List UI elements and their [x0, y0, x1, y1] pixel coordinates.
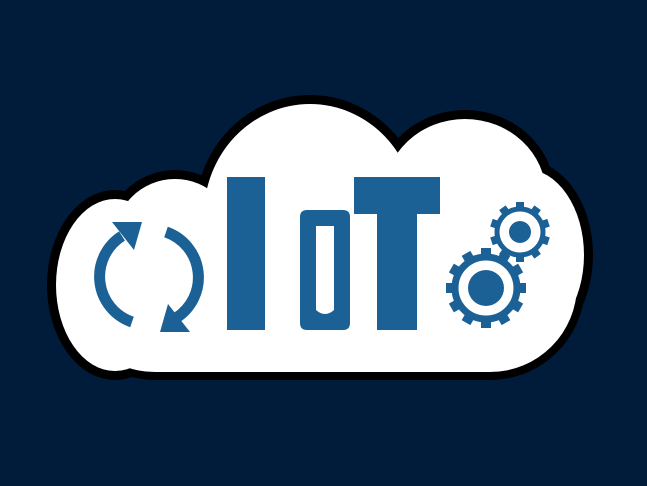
gears-icon [446, 202, 550, 328]
iot-wordmark [227, 177, 440, 330]
sync-arrows-icon [94, 222, 204, 332]
letter-t [354, 177, 440, 330]
gear-small-icon [490, 202, 550, 262]
letter-o [300, 210, 350, 330]
letter-i [227, 177, 265, 330]
